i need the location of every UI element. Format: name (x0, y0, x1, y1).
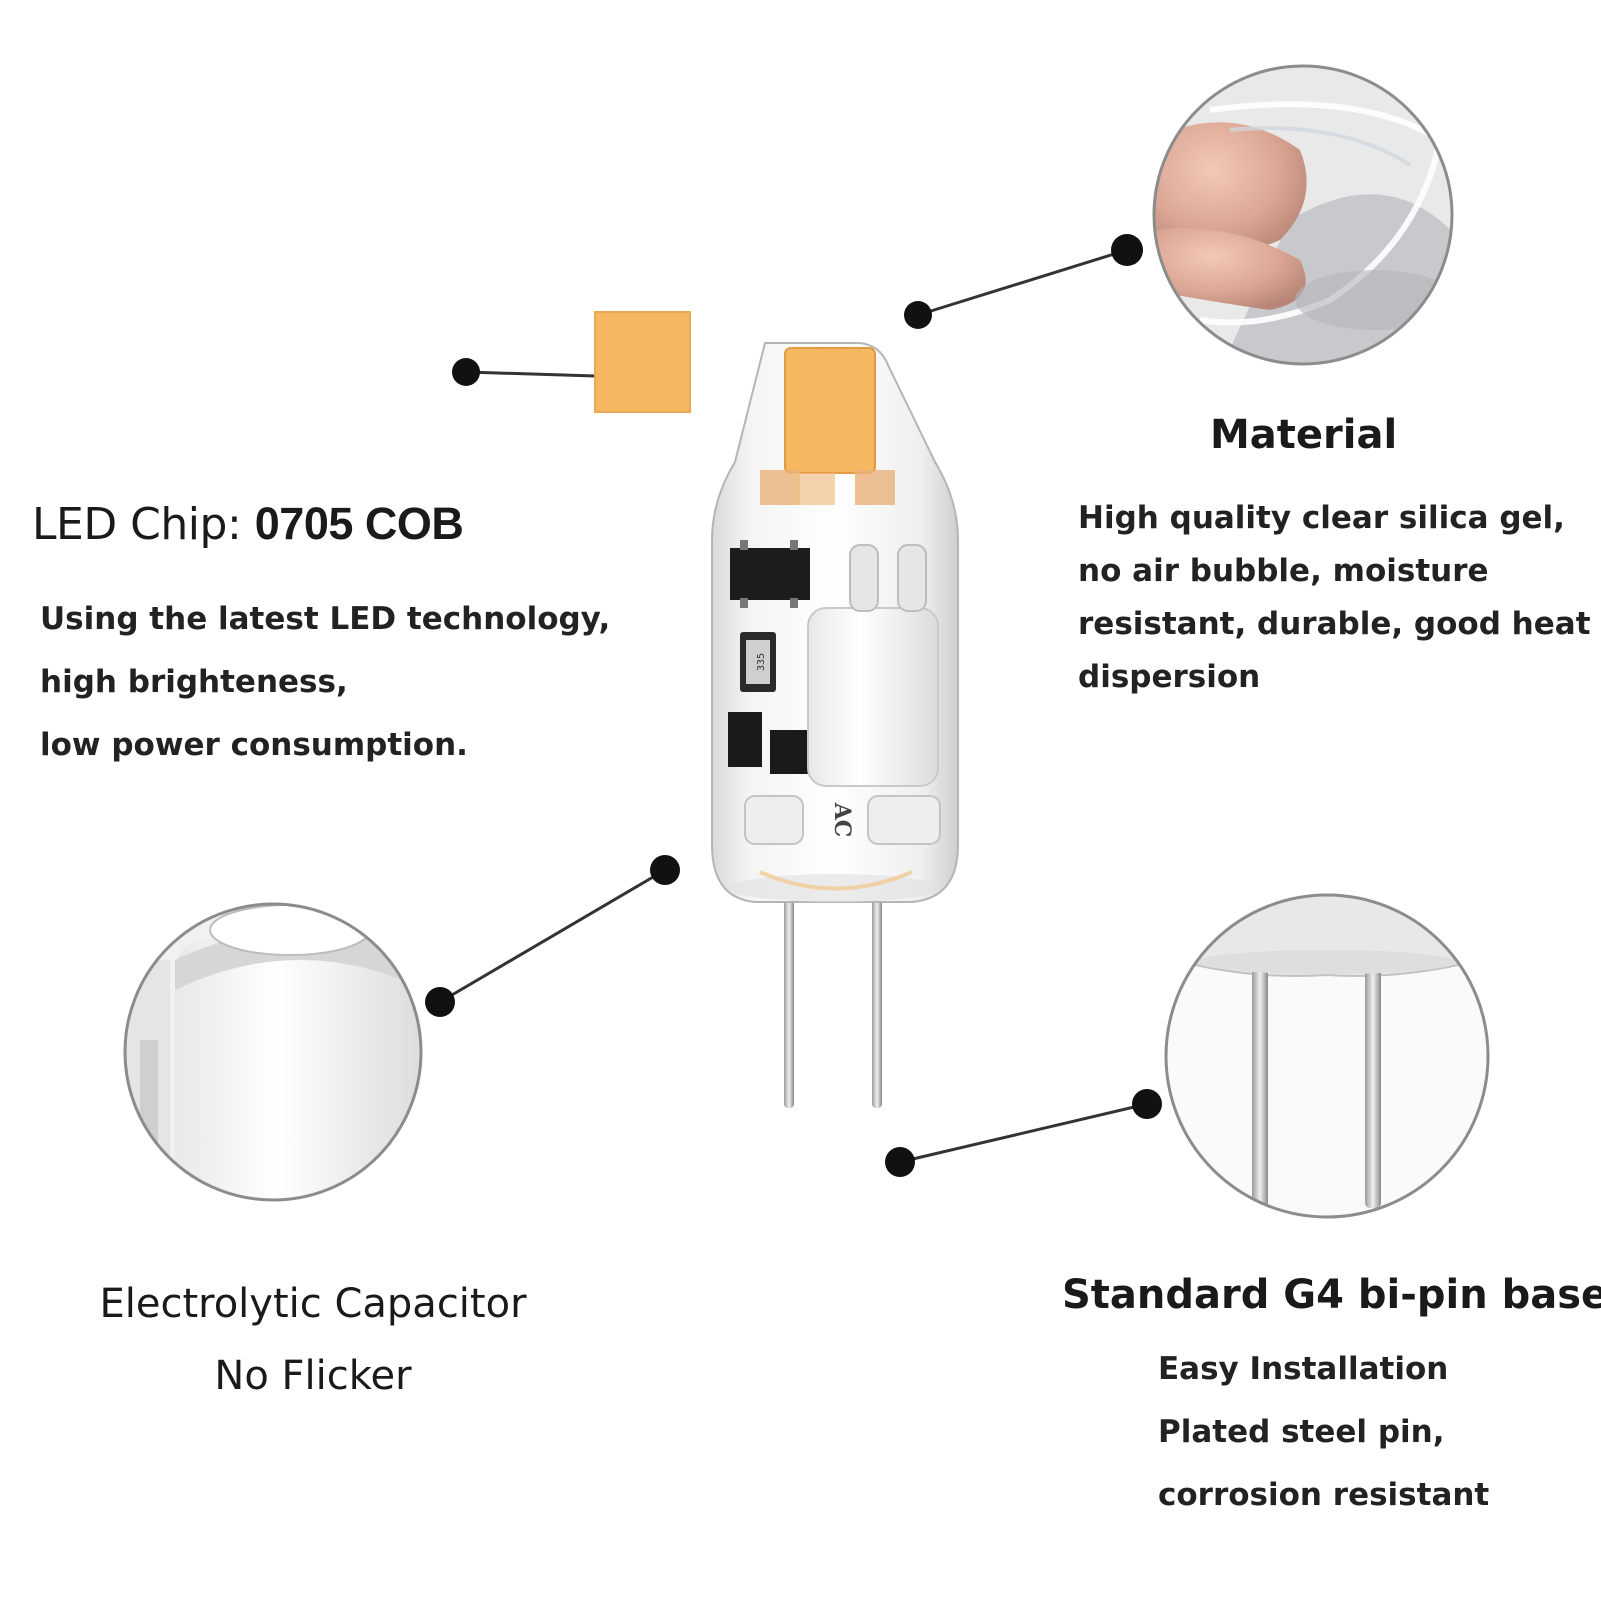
led-chip-title: LED Chip: 0705 COB (32, 498, 464, 550)
material-title: Material (1210, 412, 1398, 458)
leader-dot (1111, 234, 1143, 266)
leader-base (885, 1089, 1162, 1177)
leader-dot (1132, 1089, 1162, 1119)
material-line: no air bubble, moisture (1078, 553, 1489, 589)
resistor-code: 335 (756, 653, 767, 671)
bulb-ic (730, 548, 810, 600)
capacitor-line: No Flicker (214, 1353, 412, 1399)
base-description: Easy Installation Plated steel pin, corr… (1158, 1338, 1489, 1527)
capacitor-line: Electrolytic Capacitor (99, 1281, 527, 1327)
leader-dot (650, 855, 680, 885)
leader-material (904, 234, 1143, 329)
base-line: Plated steel pin, (1158, 1414, 1445, 1450)
material-line: High quality clear silica gel, (1078, 500, 1565, 536)
material-description: High quality clear silica gel, no air bu… (1078, 492, 1591, 704)
leader-chip (452, 358, 596, 386)
bulb-pin-left (784, 878, 794, 1108)
led-chip-line: Using the latest LED technology, (40, 601, 611, 637)
leader-dot (904, 301, 932, 329)
leader-capacitor (425, 855, 680, 1017)
leader-dot (885, 1147, 915, 1177)
bulb-ac-marking: AC (829, 802, 855, 838)
led-chip-spec: 0705 COB (254, 498, 464, 549)
led-chip-description: Using the latest LED technology, high br… (40, 588, 610, 777)
leader-dot (452, 358, 480, 386)
led-chip-label: LED Chip: (32, 499, 255, 550)
material-detail-circle (1152, 64, 1454, 366)
chip-swatch (595, 312, 690, 412)
bulb-pin-right (872, 878, 882, 1108)
base-line: Easy Installation (1158, 1351, 1449, 1387)
leader-dot (425, 987, 455, 1017)
material-line: resistant, durable, good heat (1078, 606, 1591, 642)
bulb-capacitor (807, 607, 939, 787)
base-detail-circle (1164, 893, 1490, 1219)
bulb-illustration: 335 AC (711, 342, 959, 1108)
led-chip-line: low power consumption. (40, 727, 468, 763)
capacitor-title: Electrolytic Capacitor No Flicker (93, 1268, 533, 1412)
material-line: dispersion (1078, 659, 1261, 695)
base-title: Standard G4 bi-pin base (1062, 1272, 1601, 1318)
base-line: corrosion resistant (1158, 1477, 1490, 1513)
capacitor-detail-circle (123, 902, 423, 1202)
led-chip-line: high brighteness, (40, 664, 348, 700)
bulb-cob-chip (785, 348, 875, 473)
